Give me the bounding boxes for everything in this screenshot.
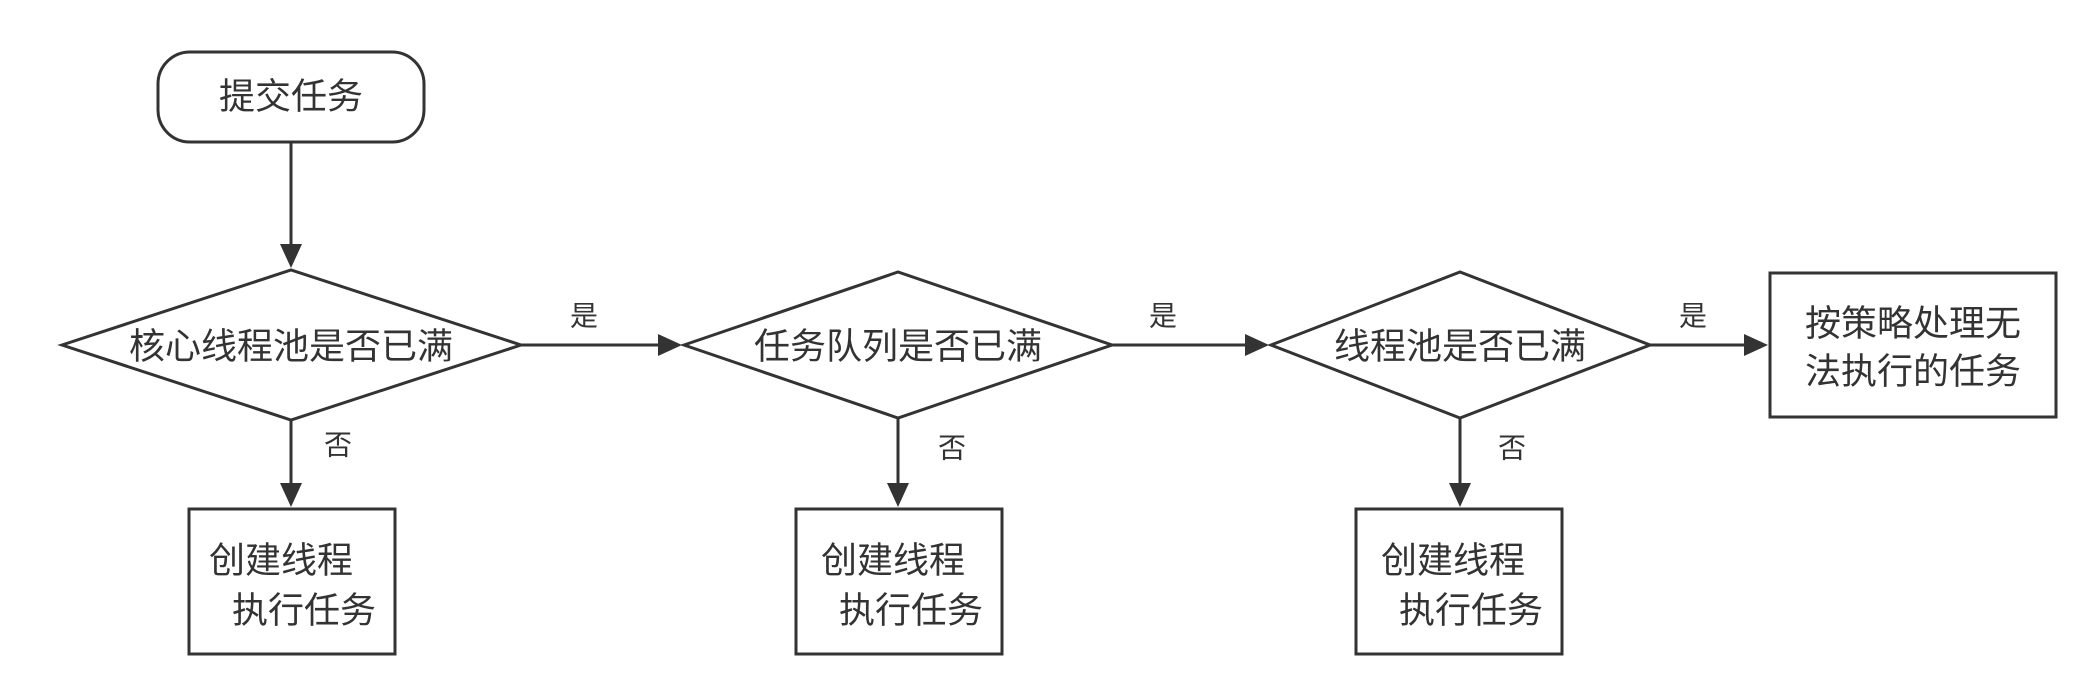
decision-core-pool-full-label: 核心线程池是否已满 xyxy=(129,327,453,368)
edge-queue-yes-label: 是 xyxy=(1149,300,1177,333)
edge-queue-no-label: 否 xyxy=(938,432,966,465)
edge-pool-yes-label: 是 xyxy=(1679,300,1707,333)
start-node-label: 提交任务 xyxy=(219,77,363,118)
arrowhead-pool-yes xyxy=(1744,334,1768,356)
create-thread-box-3-line1: 创建线程 xyxy=(1381,541,1525,582)
arrowhead-core-no xyxy=(280,483,302,507)
create-thread-box-2 xyxy=(794,507,1004,656)
decision-thread-pool-full-label: 线程池是否已满 xyxy=(1334,327,1586,368)
create-thread-box-2-line1: 创建线程 xyxy=(821,541,965,582)
reject-policy-box-line1: 按策略处理无 xyxy=(1805,304,2021,345)
reject-policy-box-line2: 法执行的任务 xyxy=(1805,352,2021,393)
reject-policy-box xyxy=(1768,271,2058,419)
edge-core-no-label: 否 xyxy=(324,429,352,462)
arrowhead-pool-no xyxy=(1449,483,1471,507)
create-thread-box-3-line2: 执行任务 xyxy=(1399,591,1543,632)
edge-core-yes-label: 是 xyxy=(570,300,598,333)
arrowhead-core-yes xyxy=(658,334,682,356)
create-thread-box-2-line2: 执行任务 xyxy=(839,591,983,632)
create-thread-box-1-line2: 执行任务 xyxy=(232,591,376,632)
arrowhead-queue-yes xyxy=(1245,334,1269,356)
decision-task-queue-full-label: 任务队列是否已满 xyxy=(754,327,1042,368)
edge-pool-no-label: 否 xyxy=(1498,432,1526,465)
arrowhead-queue-no xyxy=(887,483,909,507)
arrowhead-start-to-core xyxy=(280,244,302,268)
create-thread-box-1 xyxy=(187,507,397,656)
create-thread-box-1-line1: 创建线程 xyxy=(209,541,353,582)
create-thread-box-3 xyxy=(1354,507,1564,656)
